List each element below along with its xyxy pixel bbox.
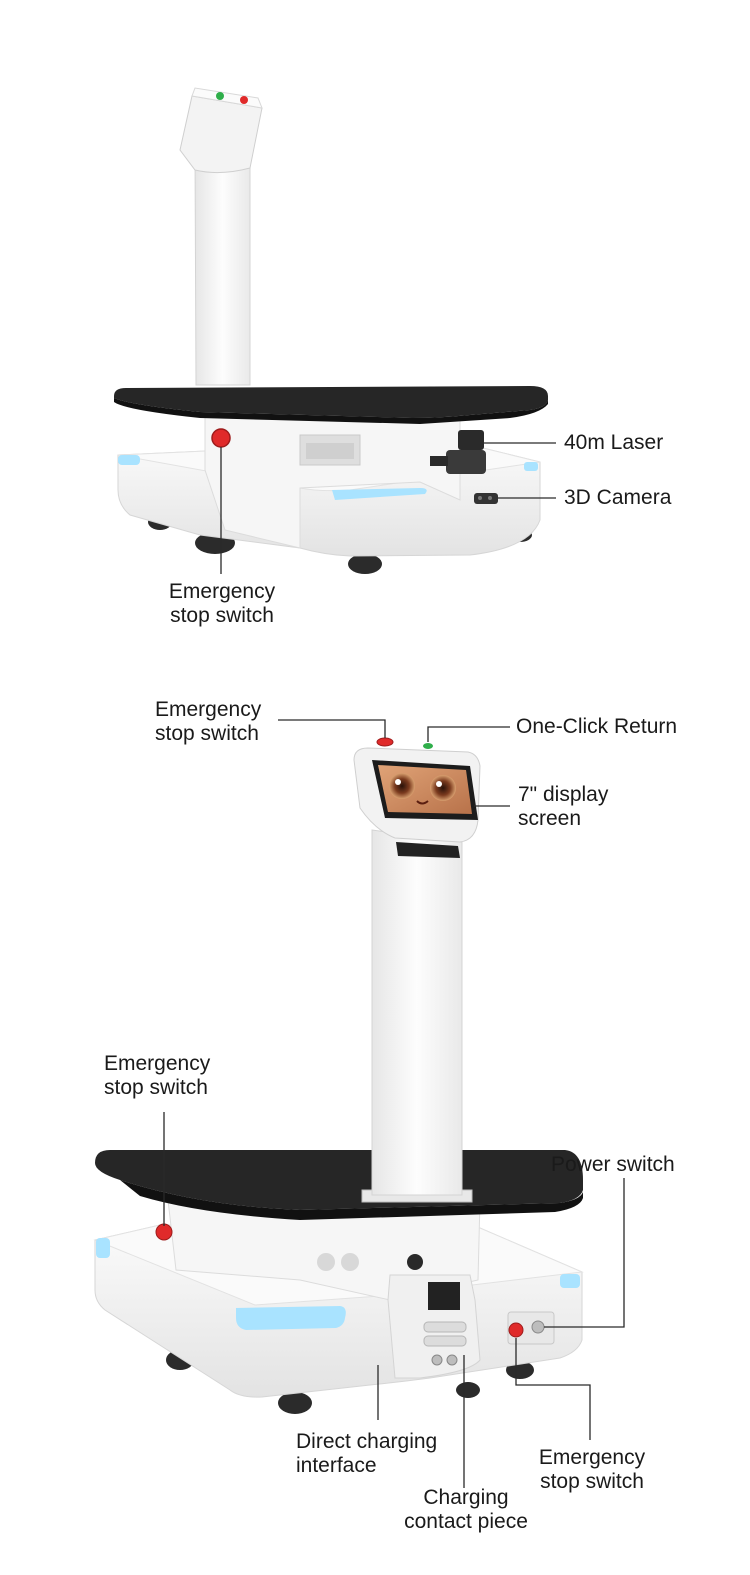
label-line: Direct charging: [296, 1430, 438, 1453]
emergency-stop-button-icon: [211, 428, 231, 448]
label-40m-laser: 40m Laser: [564, 431, 664, 454]
emergency-stop-button-icon: [376, 737, 394, 747]
label-line: 7" display: [518, 783, 609, 806]
robot-side-view: [114, 87, 548, 574]
robot-front-view: [93, 737, 584, 1414]
label-power-switch: Power switch: [551, 1153, 675, 1176]
leader-lines-bottom: [163, 719, 625, 1488]
label-line: Charging: [423, 1486, 509, 1509]
emergency-stop-button-icon: [155, 1223, 173, 1241]
label-line: stop switch: [155, 722, 259, 745]
label-line: interface: [296, 1454, 377, 1477]
label-line: contact piece: [404, 1510, 528, 1533]
label-emergency-stop-left: Emergency stop switch: [104, 1052, 210, 1100]
label-line: stop switch: [170, 604, 274, 627]
label-charging-contact-piece: Charging contact piece: [392, 1486, 540, 1534]
label-line: Emergency: [104, 1052, 211, 1075]
label-line: stop switch: [104, 1076, 208, 1099]
emergency-stop-button-icon: [508, 1322, 524, 1338]
return-button-icon: [423, 743, 433, 749]
label-line: screen: [518, 807, 582, 830]
label-emergency-stop-top-view: Emergency stop switch: [152, 580, 292, 628]
label-line: Emergency: [168, 580, 276, 603]
label-line: Emergency: [155, 698, 262, 721]
label-line: Emergency: [538, 1446, 646, 1469]
label-display-screen: 7" display screen: [518, 783, 608, 831]
label-line: stop switch: [540, 1470, 644, 1493]
leader-lines-top: [220, 442, 556, 574]
label-3d-camera: 3D Camera: [564, 486, 672, 509]
label-emergency-stop-bottom: Emergency stop switch: [522, 1446, 662, 1494]
label-one-click-return: One-Click Return: [516, 715, 678, 738]
label-direct-charging-interface: Direct charging interface: [296, 1430, 437, 1478]
label-emergency-stop-head: Emergency stop switch: [155, 698, 261, 746]
